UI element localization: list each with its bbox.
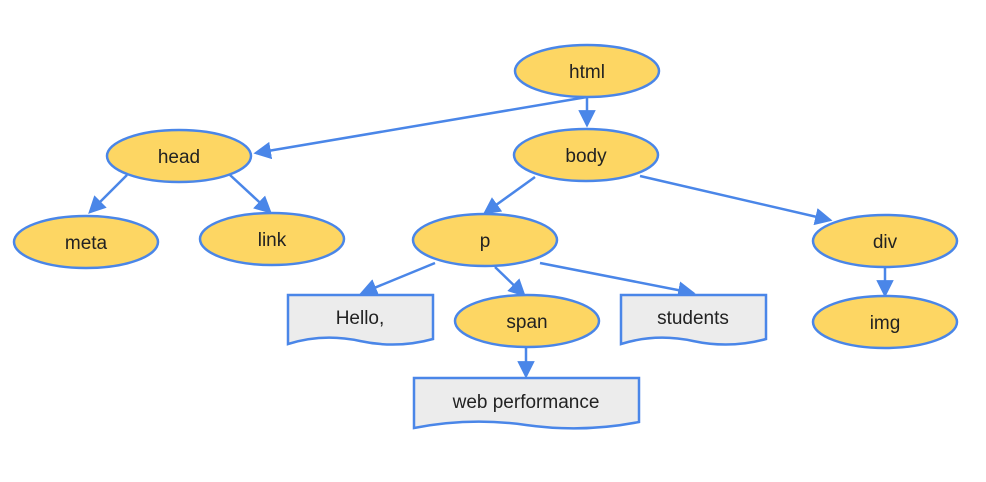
text-label-students: students: [657, 308, 729, 329]
edge-html-head: [253, 95, 588, 160]
edge-p-students: [539, 261, 696, 299]
node-label-span: span: [506, 312, 547, 333]
node-p: p: [411, 212, 559, 268]
node-label-html: html: [569, 62, 605, 83]
node-body: body: [512, 127, 660, 183]
node-meta: meta: [12, 214, 160, 270]
node-label-link: link: [258, 230, 287, 251]
text-node-web-performance: web performance: [412, 376, 641, 430]
node-img: img: [811, 294, 959, 350]
edge-head-meta: [88, 174, 128, 214]
node-link: link: [198, 211, 346, 267]
text-node-students: students: [619, 293, 768, 346]
text-node-hello: Hello,: [286, 293, 435, 346]
edge-body-p: [482, 175, 536, 215]
node-div: div: [811, 213, 959, 269]
node-label-img: img: [870, 313, 901, 334]
node-label-div: div: [873, 232, 898, 253]
edge-p-span: [494, 266, 526, 297]
node-label-head: head: [158, 147, 200, 168]
node-label-meta: meta: [65, 233, 108, 254]
node-span: span: [453, 293, 601, 349]
text-label-web-performance: web performance: [452, 392, 600, 413]
edge-body-div: [639, 174, 833, 226]
edges: [88, 95, 894, 379]
text-label-hello: Hello,: [336, 308, 385, 329]
node-html: html: [513, 43, 661, 99]
edge-p-hello: [359, 261, 436, 296]
node-label-p: p: [480, 231, 491, 252]
node-label-body: body: [565, 146, 607, 167]
node-head: head: [105, 128, 253, 184]
edge-head-link: [229, 174, 272, 214]
